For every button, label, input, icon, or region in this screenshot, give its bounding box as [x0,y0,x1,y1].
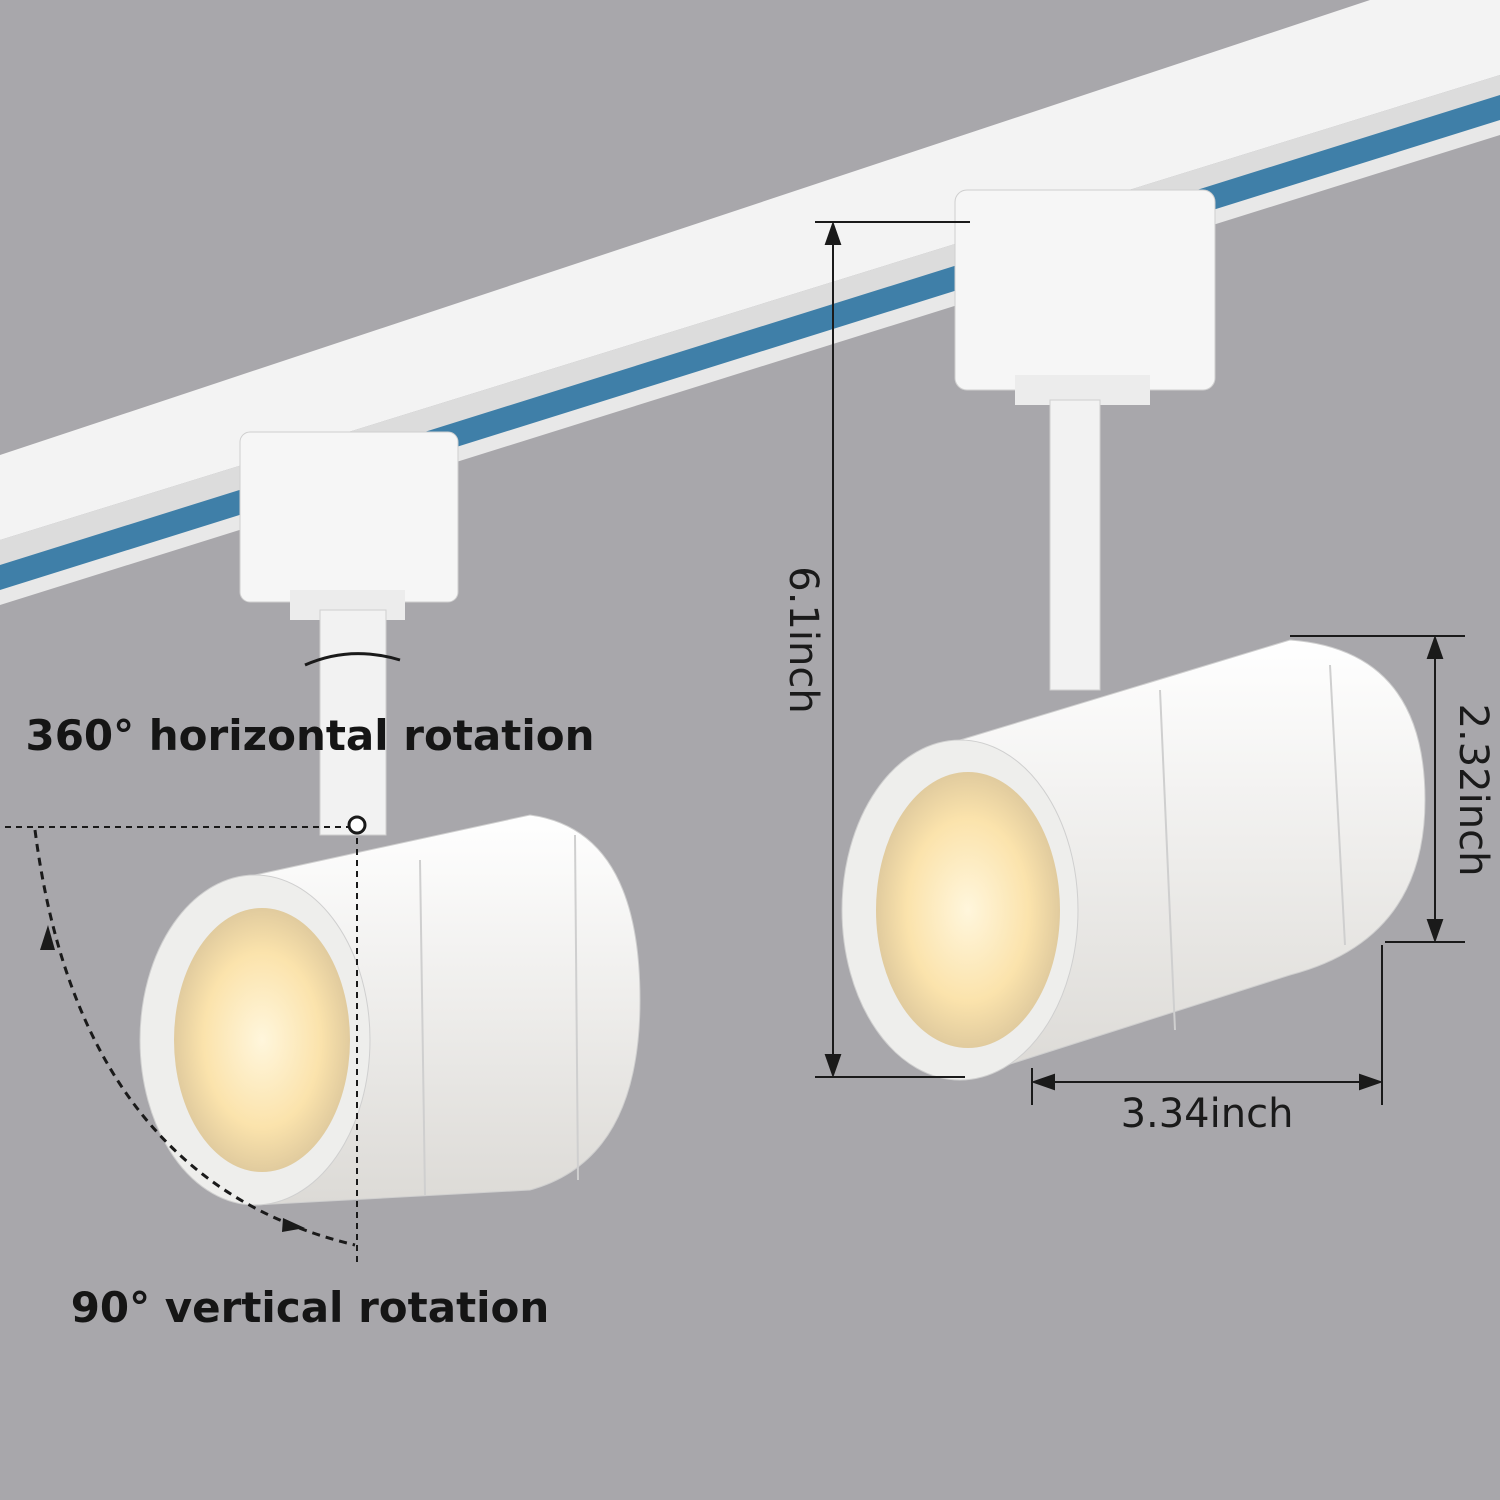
horizontal-rotation-label: 360° horizontal rotation [25,711,594,760]
left-adapter [239,431,459,603]
vertical-rotation-arrow-icon [33,829,356,1247]
left-bulb [174,908,350,1172]
right-bulb [876,772,1060,1048]
height-dimension-label: 6.1inch [780,566,826,713]
horizontal-rotation-arrow-icon [304,652,401,667]
left-fixture [139,431,641,1206]
track-rail [0,0,1500,605]
right-adapter [954,189,1216,391]
vertical-rotation-label: 90° vertical rotation [71,1283,550,1332]
pivot-point-icon [347,815,367,835]
length-dimension-label: 3.34inch [1121,1091,1294,1137]
right-stem [1049,399,1101,691]
left-stem [319,609,387,836]
dimension-lines [815,220,1465,1105]
diameter-dimension-label: 2.32inch [1450,704,1496,877]
rotation-guides [5,652,401,1265]
right-fixture [841,189,1426,1081]
